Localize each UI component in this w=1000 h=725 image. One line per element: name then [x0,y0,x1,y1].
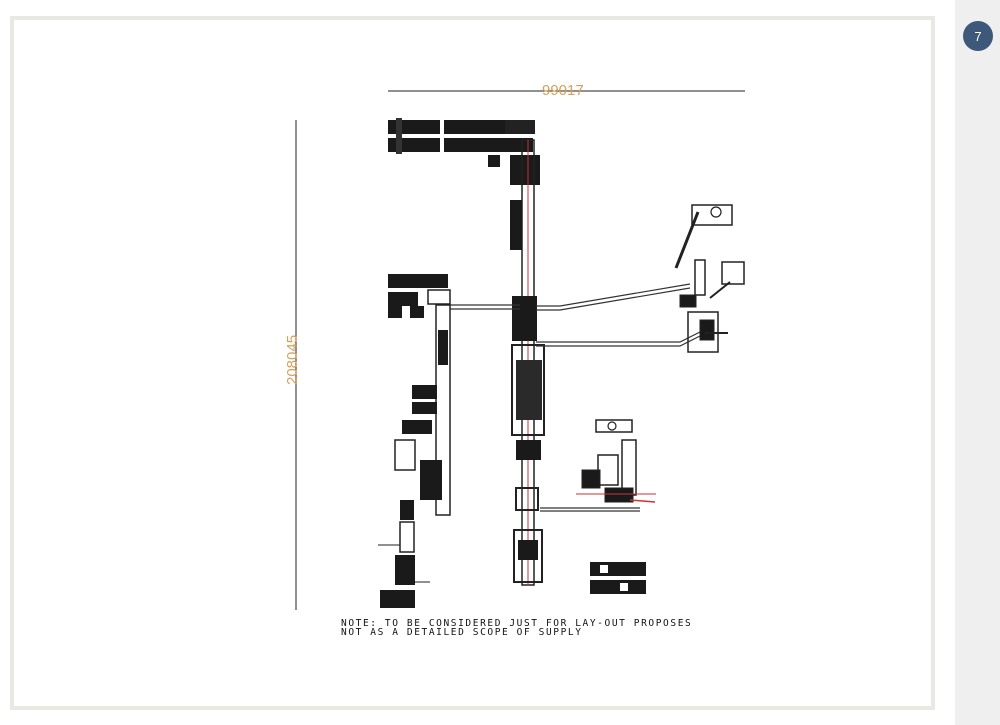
layout-note-line-2: NOT AS A DETAILED SCOPE OF SUPPLY [341,627,583,638]
right-upper-machines [674,204,745,353]
left-process-block [388,274,451,516]
height-dimension-label: 208045 [284,335,301,385]
right-middle-machines [576,419,656,503]
main-trunk-line [510,139,545,586]
layout-note-line-1: NOTE: TO BE CONSIDERED JUST FOR LAY-OUT … [341,618,692,629]
right-rail [955,0,1000,725]
top-process-line [388,118,540,185]
bottom-right-equipment [590,562,646,594]
layout-drawing: 99017 208045 [284,82,745,638]
connector-lines [450,283,701,512]
page-number-badge[interactable]: 7 [963,21,993,51]
bottom-left-block [378,500,430,608]
width-dimension-label: 99017 [542,82,584,99]
document-viewer: 99017 208045 [10,16,935,710]
